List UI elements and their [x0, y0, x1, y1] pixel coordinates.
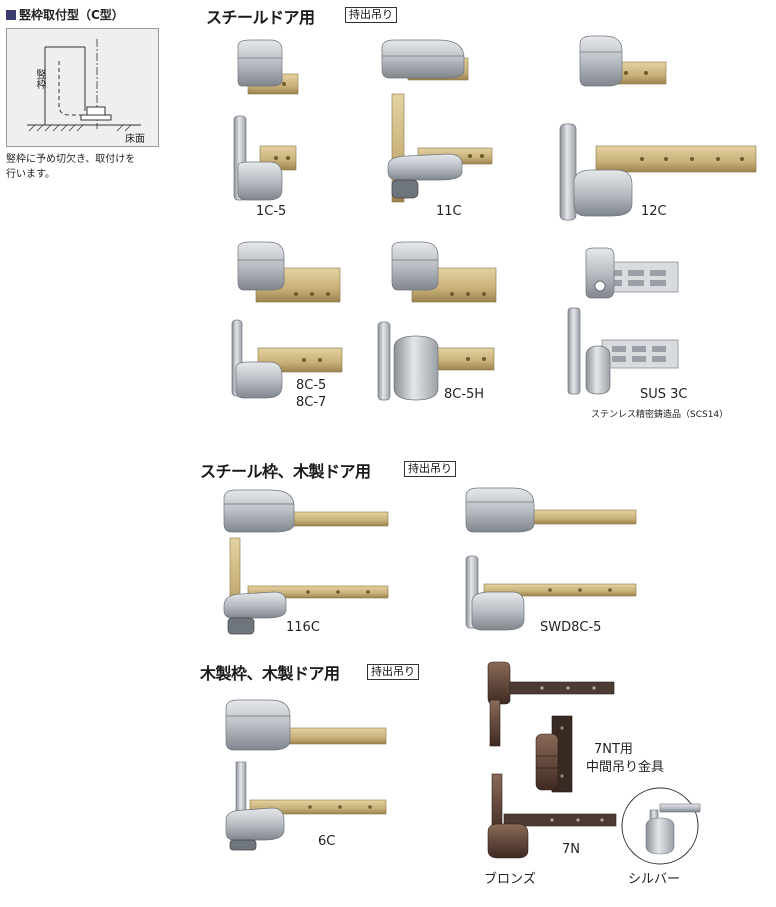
label-7nt-intermediate: 中間吊り金具 — [586, 760, 665, 775]
product-image-swd8c5 — [465, 487, 637, 631]
installation-diagram: 竪枠 床面 — [6, 28, 159, 147]
product-image-7n-top — [487, 661, 615, 747]
label-swd8c5: SWD8C-5 — [540, 620, 602, 635]
sidebar-heading: 竪枠取付型（C型） — [6, 6, 124, 23]
floor-label: 床面 — [125, 134, 145, 145]
product-image-7n-bottom — [487, 773, 617, 859]
product-image-12c — [559, 35, 757, 221]
product-image-116c — [223, 489, 389, 635]
product-image-silver-inset — [621, 787, 701, 865]
label-8c5: 8C-5 — [296, 378, 327, 393]
section-title-steel-door: スチールドア用 — [206, 8, 315, 27]
product-image-11c — [381, 39, 493, 203]
label-1c5: 1C-5 — [256, 204, 287, 219]
product-image-1c5 — [233, 39, 299, 201]
sidebar-note: 竪枠に予め切欠き、取付けを 行います。 — [6, 154, 136, 180]
label-8c7: 8C-7 — [296, 395, 327, 410]
label-silver: シルバー — [628, 872, 681, 887]
label-11c: 11C — [436, 204, 462, 219]
badge-offset-pivot-2: 持出吊り — [404, 461, 456, 477]
product-image-6c — [225, 699, 387, 851]
label-sus3c-material: ステンレス精密鋳造品（SCS14） — [591, 410, 729, 420]
product-image-8c5-8c7 — [231, 241, 343, 399]
frame-label: 竪枠 — [34, 69, 45, 89]
label-116c: 116C — [286, 620, 320, 635]
label-8c5h: 8C-5H — [444, 387, 485, 402]
product-image-8c5h — [377, 241, 497, 401]
badge-offset-pivot-3: 持出吊り — [367, 664, 419, 680]
label-7n: 7N — [562, 842, 580, 857]
label-bronze: ブロンズ — [484, 872, 536, 887]
badge-offset-pivot-1: 持出吊り — [345, 7, 397, 23]
label-6c: 6C — [318, 834, 336, 849]
section-title-wood-frame-wood-door: 木製枠、木製ドア用 — [200, 664, 340, 683]
label-7nt: 7NT用 — [594, 742, 633, 757]
product-image-7nt-intermediate — [535, 715, 573, 793]
label-12c: 12C — [641, 204, 667, 219]
label-sus3c: SUS 3C — [640, 387, 688, 402]
frame-cutout-diagram-icon — [27, 39, 141, 132]
section-title-steel-frame-wood-door: スチール枠、木製ドア用 — [200, 462, 371, 481]
product-image-sus3c — [567, 247, 679, 395]
square-bullet-icon — [6, 10, 16, 20]
